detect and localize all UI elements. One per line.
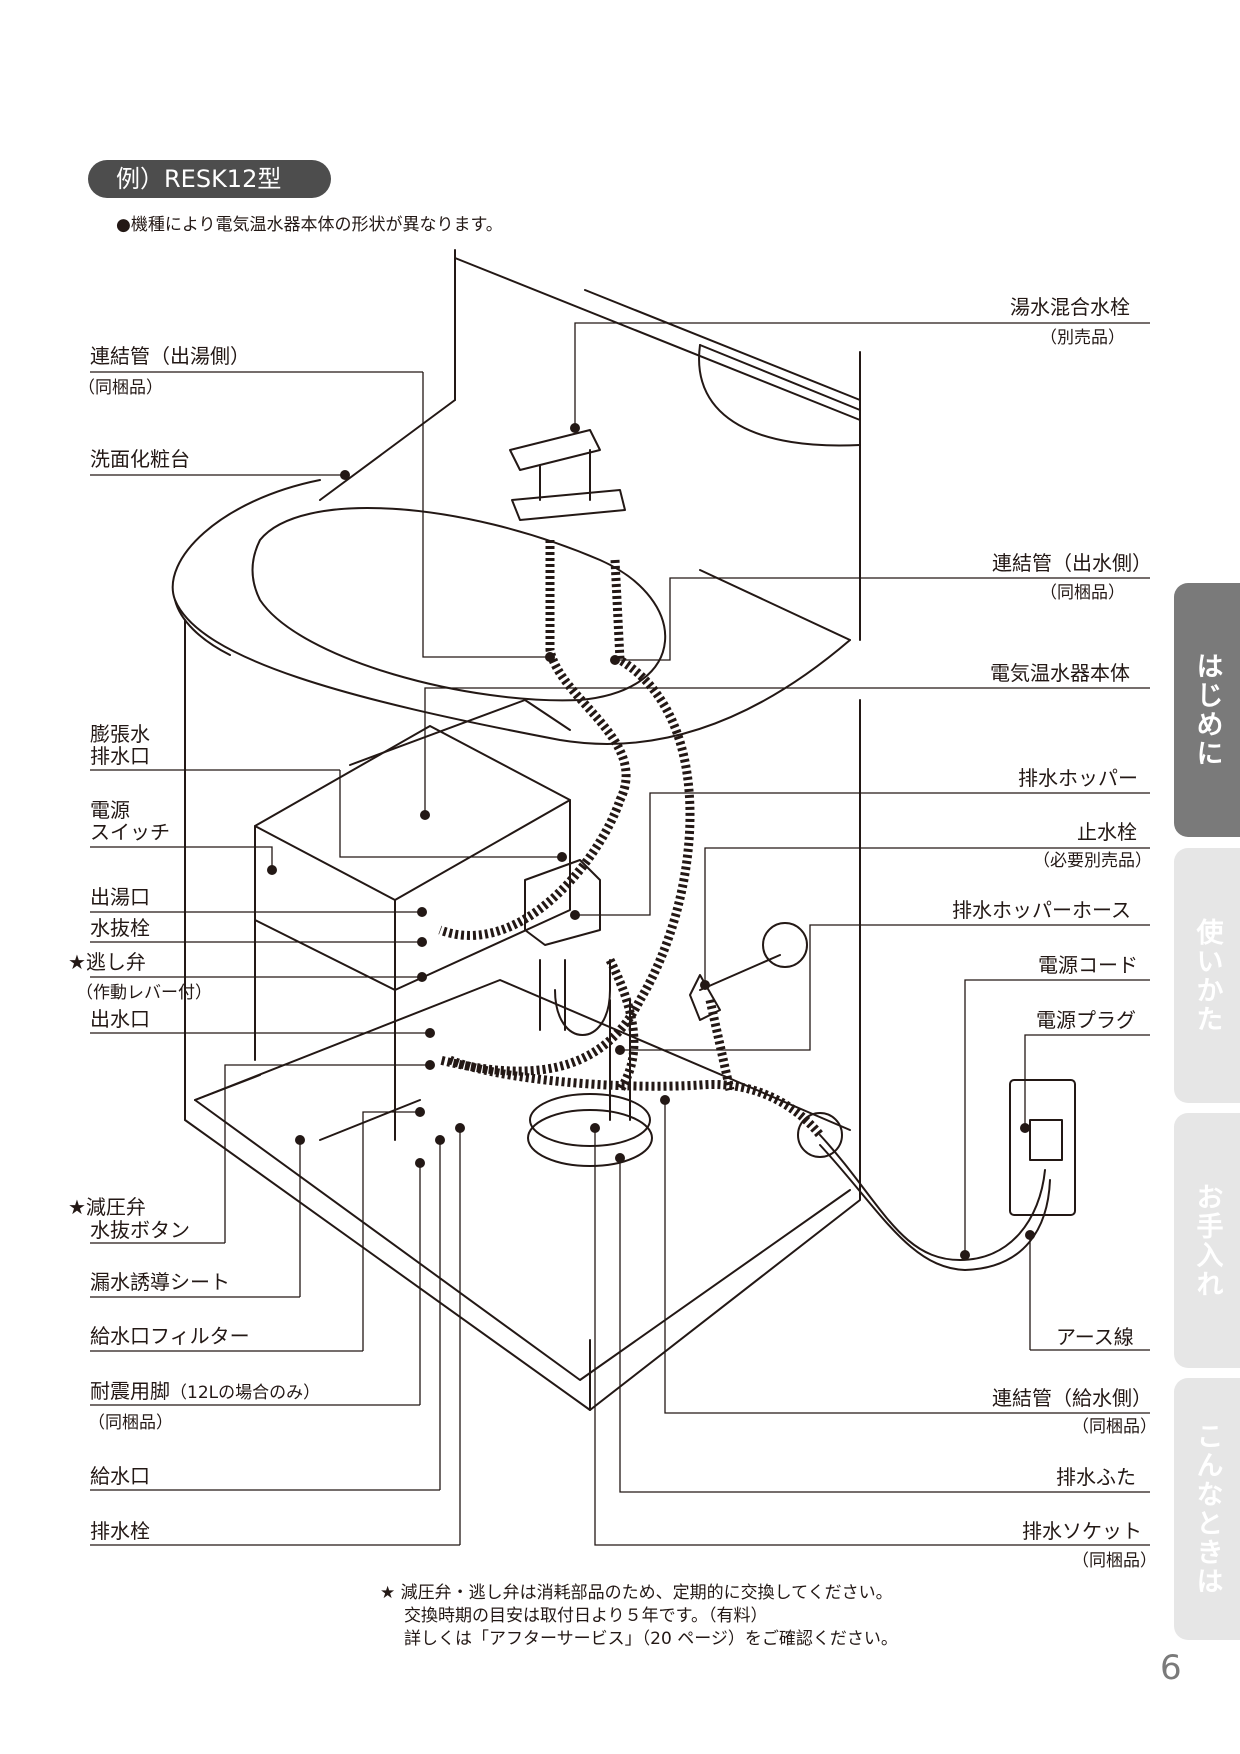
- footnote-line-1: ★ 減圧弁・逃し弁は消耗部品のため、定期的に交換してください。: [380, 1583, 893, 1603]
- label-konsui: 湯水混合水栓: [1010, 295, 1130, 319]
- label-renketsu-deyu-sub: （同梱品）: [78, 378, 163, 398]
- tab-hajimeni[interactable]: はじめに: [1174, 583, 1240, 837]
- label-nigashi-sub: （作動レバー付）: [76, 983, 212, 1003]
- label-dengen-switch-2: スイッチ: [90, 820, 170, 844]
- label-konsui-sub: （別売品）: [1040, 328, 1125, 348]
- label-desuiguchi: 出水口: [90, 1007, 150, 1031]
- label-filter: 給水口フィルター: [90, 1324, 250, 1348]
- label-bocho-2: 排水口: [90, 744, 150, 768]
- label-socket: 排水ソケット: [1022, 1519, 1142, 1543]
- label-nigashi: ★逃し弁: [68, 950, 146, 974]
- label-renketsu-deyu: 連結管（出湯側）: [90, 344, 250, 368]
- label-socket-sub: （同梱品）: [1072, 1551, 1157, 1571]
- label-renketsu-desui-sub: （同梱品）: [1040, 583, 1125, 603]
- label-genatsu-1: ★減圧弁: [68, 1195, 146, 1219]
- label-taishin: 耐震用脚（12Lの場合のみ）: [90, 1379, 320, 1405]
- label-kyusuiguchi: 給水口: [90, 1464, 150, 1488]
- label-dengen-switch-1: 電源: [90, 798, 130, 822]
- model-note: ●機種により電気温水器本体の形状が異なります。: [116, 215, 503, 235]
- label-bocho-1: 膨張水: [90, 722, 150, 746]
- footnote-line-3: 詳しくは「アフターサービス」（20 ページ）をご確認ください。: [404, 1629, 898, 1649]
- label-genatsu-2: 水抜ボタン: [90, 1218, 190, 1242]
- label-senmen: 洗面化粧台: [90, 447, 190, 471]
- tab-oteire[interactable]: お手入れ: [1174, 1113, 1240, 1368]
- label-renketsu-kyusui: 連結管（給水側）: [992, 1386, 1152, 1410]
- tab-konnatokiha[interactable]: こんなときは: [1174, 1378, 1240, 1640]
- label-taishin-main: 耐震用脚: [90, 1379, 170, 1403]
- label-deyuguchi: 出湯口: [90, 885, 150, 909]
- label-hopper: 排水ホッパー: [1018, 766, 1138, 790]
- label-renketsu-desui: 連結管（出水側）: [992, 551, 1152, 575]
- footnote: ★ 減圧弁・逃し弁は消耗部品のため、定期的に交換してください。 交換時期の目安は…: [380, 1582, 898, 1651]
- label-taishin-note: （12Lの場合のみ）: [170, 1383, 321, 1403]
- label-hopper-hose: 排水ホッパーホース: [952, 898, 1131, 922]
- label-honntai: 電気温水器本体: [990, 661, 1130, 685]
- tab-tsukaikata[interactable]: 使いかた: [1174, 848, 1240, 1103]
- label-shisuisen-sub: （必要別売品）: [1033, 851, 1152, 871]
- label-mizunuki: 水抜栓: [90, 916, 150, 940]
- label-plug: 電源プラグ: [1036, 1008, 1136, 1032]
- footnote-line-2: 交換時期の目安は取付日より５年です。（有料）: [404, 1606, 768, 1626]
- label-haisuisen: 排水栓: [90, 1519, 150, 1543]
- label-taishin-sub: （同梱品）: [88, 1413, 173, 1433]
- label-cord: 電源コード: [1038, 953, 1138, 977]
- label-earth: アース線: [1056, 1325, 1134, 1349]
- label-shisuisen: 止水栓: [1077, 820, 1137, 844]
- page-number: 6: [1160, 1648, 1182, 1688]
- model-heading: 例）RESK12型: [88, 160, 331, 198]
- label-futa: 排水ふた: [1056, 1465, 1136, 1489]
- label-renketsu-kyusui-sub: （同梱品）: [1072, 1417, 1157, 1437]
- label-rosui: 漏水誘導シート: [90, 1270, 230, 1294]
